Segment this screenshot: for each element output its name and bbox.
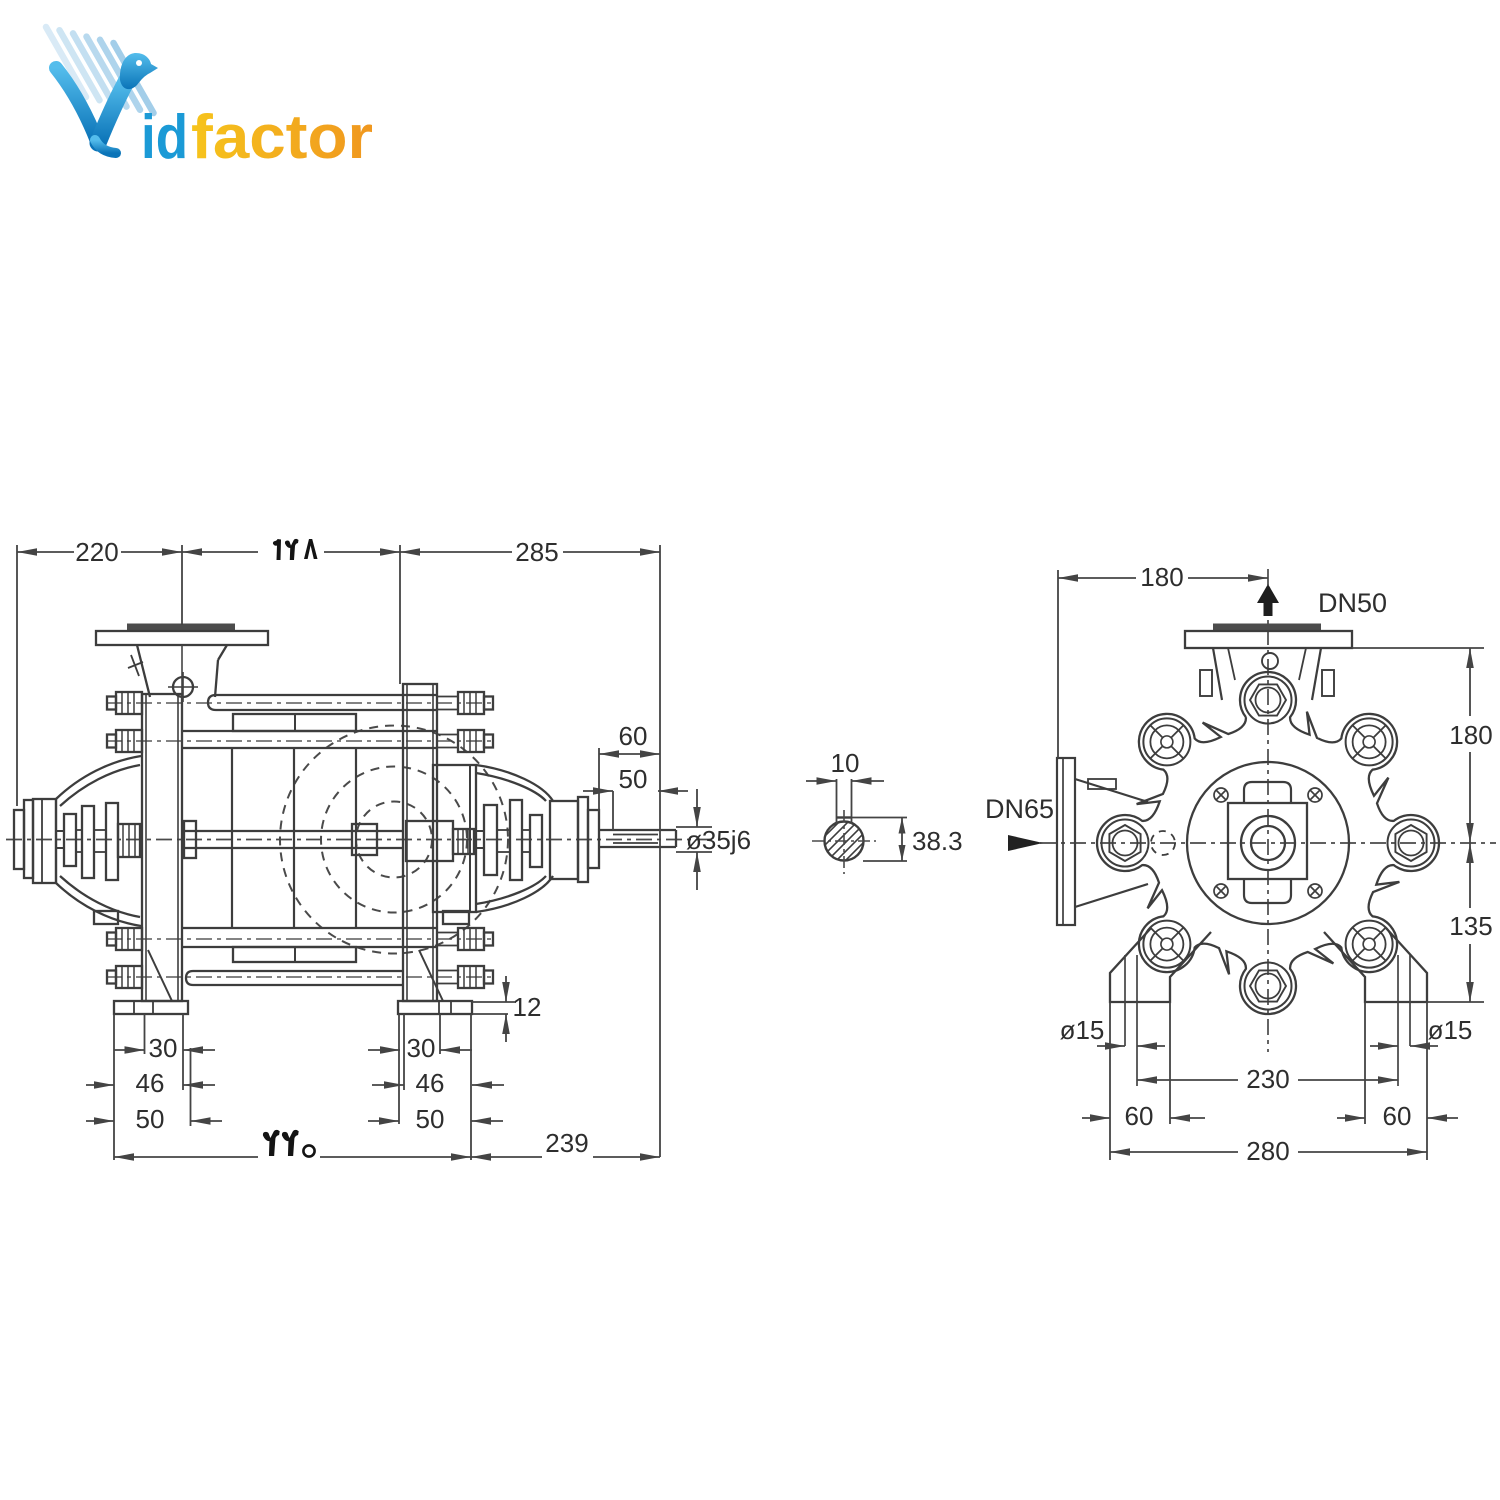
svg-text:60: 60 bbox=[1125, 1101, 1154, 1131]
svg-text:12: 12 bbox=[513, 992, 542, 1022]
svg-text:30: 30 bbox=[407, 1033, 436, 1063]
svg-text:ø35j6: ø35j6 bbox=[686, 825, 751, 855]
svg-text:ø15: ø15 bbox=[1428, 1015, 1473, 1045]
svg-text:50: 50 bbox=[416, 1104, 445, 1134]
svg-text:38.3: 38.3 bbox=[912, 826, 963, 856]
svg-text:180: 180 bbox=[1449, 720, 1492, 750]
svg-text:46: 46 bbox=[416, 1068, 445, 1098]
svg-text:ø15: ø15 bbox=[1060, 1015, 1105, 1045]
svg-text:239: 239 bbox=[545, 1128, 588, 1158]
svg-text:50: 50 bbox=[136, 1104, 165, 1134]
svg-text:10: 10 bbox=[831, 748, 860, 778]
svg-text:factor: factor bbox=[191, 103, 373, 172]
svg-text:id: id bbox=[141, 103, 188, 172]
svg-text:46: 46 bbox=[136, 1068, 165, 1098]
svg-text:60: 60 bbox=[619, 721, 648, 751]
svg-text:30: 30 bbox=[149, 1033, 178, 1063]
svg-text:220: 220 bbox=[75, 537, 118, 567]
svg-text:180: 180 bbox=[1140, 562, 1183, 592]
svg-text:230: 230 bbox=[1246, 1064, 1289, 1094]
svg-text:135: 135 bbox=[1449, 911, 1492, 941]
svg-text:DN50: DN50 bbox=[1318, 588, 1387, 618]
svg-text:60: 60 bbox=[1383, 1101, 1412, 1131]
svg-text:50: 50 bbox=[619, 764, 648, 794]
svg-text:DN65: DN65 bbox=[985, 794, 1054, 824]
svg-text:280: 280 bbox=[1246, 1136, 1289, 1166]
svg-text:285: 285 bbox=[515, 537, 558, 567]
